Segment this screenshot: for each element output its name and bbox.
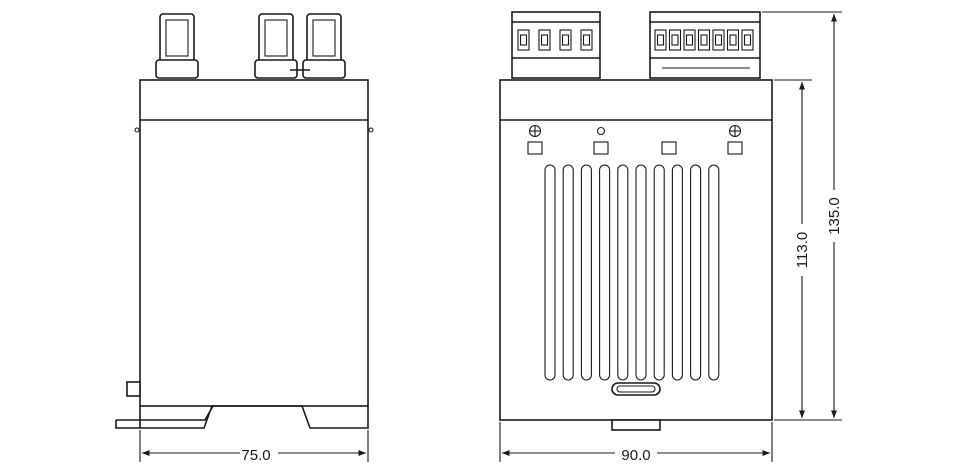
dimension-total-height: 135.0 bbox=[762, 11, 843, 421]
terminal-screw bbox=[559, 29, 572, 51]
dimension-front-width: 90.0 bbox=[499, 422, 773, 464]
front-width-label: 90.0 bbox=[621, 447, 650, 464]
terminal-screw bbox=[654, 29, 667, 51]
dimension-body-height: 113.0 bbox=[774, 79, 812, 421]
terminal-block-left bbox=[511, 11, 601, 79]
side-connector-left bbox=[155, 13, 199, 79]
side-width-label: 75.0 bbox=[241, 447, 270, 464]
terminal-screw bbox=[580, 29, 593, 51]
terminal-screw bbox=[741, 29, 754, 51]
vent-slot bbox=[671, 164, 683, 381]
plus-indicator-left bbox=[527, 124, 543, 155]
side-body bbox=[139, 79, 369, 407]
terminal-screw bbox=[683, 29, 696, 51]
vent-slot bbox=[544, 164, 556, 381]
front-view: 90.0 113.0 135.0 bbox=[499, 11, 843, 464]
terminal-screw bbox=[538, 29, 551, 51]
terminal-screw bbox=[712, 29, 725, 51]
led-indicator bbox=[593, 126, 609, 155]
total-height-label: 135.0 bbox=[826, 197, 843, 235]
terminal-screw bbox=[726, 29, 740, 51]
terminal-block-right bbox=[649, 11, 761, 79]
din-clip bbox=[611, 419, 661, 431]
vent-slot bbox=[580, 164, 592, 381]
vent-slot bbox=[653, 164, 665, 381]
vent-slots bbox=[544, 164, 720, 381]
side-connector-middle bbox=[254, 13, 298, 79]
vent-slot bbox=[599, 164, 611, 381]
body-height-label: 113.0 bbox=[794, 232, 811, 268]
vent-slot bbox=[635, 164, 647, 381]
plus-indicator-right bbox=[727, 124, 743, 155]
vent-slot bbox=[690, 164, 702, 381]
side-view: 75.0 bbox=[115, 13, 374, 464]
terminal-screw bbox=[668, 29, 682, 51]
side-connector-right bbox=[302, 13, 346, 79]
din-rail-foot bbox=[115, 405, 369, 429]
terminal-screw bbox=[517, 29, 530, 51]
dimension-side-width: 75.0 bbox=[139, 430, 369, 464]
vent-slot bbox=[708, 164, 720, 381]
usb-port bbox=[611, 382, 661, 396]
terminal-screw bbox=[697, 29, 711, 51]
vent-slot bbox=[617, 164, 629, 381]
button-indicator bbox=[661, 141, 677, 155]
vent-slot bbox=[562, 164, 574, 381]
